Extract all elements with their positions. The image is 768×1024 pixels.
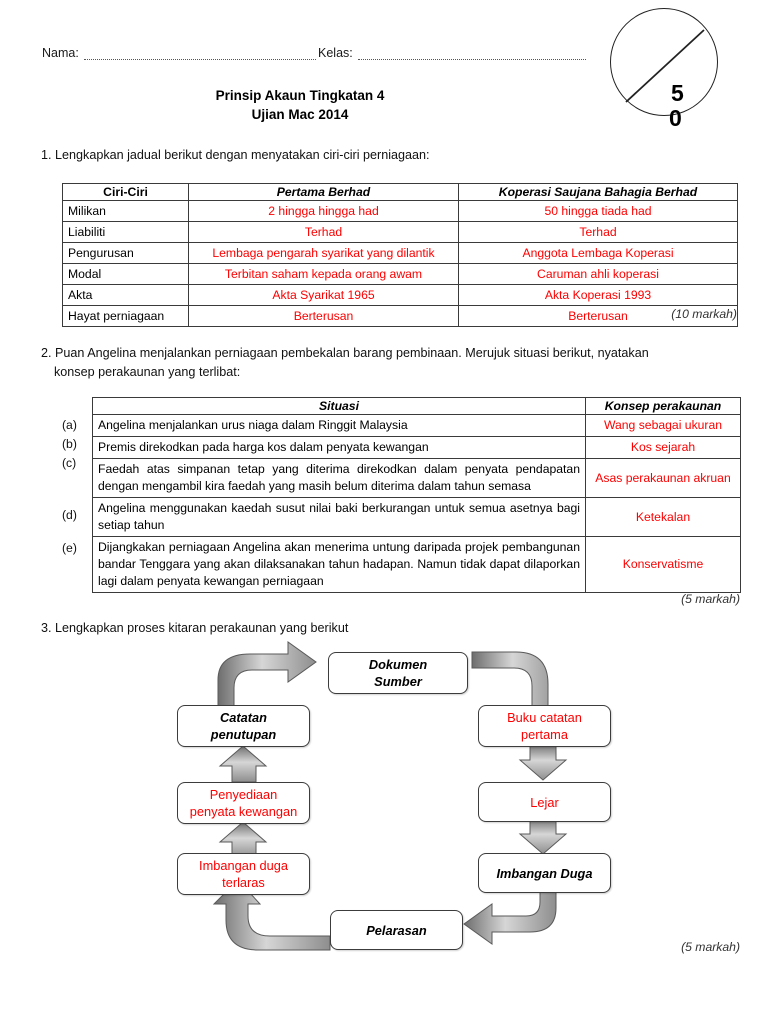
table-row: Faedah atas simpanan tetap yang diterima… — [92, 458, 741, 498]
th-situasi: Situasi — [92, 397, 586, 415]
markah-q1: (10 markah) — [671, 307, 737, 321]
cycle-node-dokumen-sumber[interactable]: Dokumen Sumber — [328, 652, 468, 694]
cell-label: Liabiliti — [62, 221, 189, 243]
cell-answer[interactable]: 50 hingga tiada had — [458, 200, 738, 222]
cell-answer[interactable]: Caruman ahli koperasi — [458, 263, 738, 285]
cell-situasi: Angelina menjalankan urus niaga dalam Ri… — [92, 414, 586, 437]
title-line-1: Prinsip Akaun Tingkatan 4 — [215, 88, 385, 103]
page-title: Prinsip Akaun Tingkatan 4 Ujian Mac 2014 — [0, 86, 600, 124]
th-konsep-perakaunan: Konsep perakaunan — [585, 397, 741, 415]
cycle-node-imbangan-duga-terlaras[interactable]: Imbangan duga terlaras — [177, 853, 310, 895]
arrow-lejar-to-imbangan — [518, 817, 568, 855]
cell-answer[interactable]: Akta Koperasi 1993 — [458, 284, 738, 306]
cell-situasi: Dijangkakan perniagaan Angelina akan men… — [92, 536, 586, 593]
row-letter-b: (b) — [62, 437, 77, 451]
table-header-row: Ciri-Ciri Pertama Berhad Koperasi Saujan… — [62, 183, 738, 201]
table-row: Modal Terbitan saham kepada orang awam C… — [62, 263, 738, 285]
table-row: Milikan 2 hingga hingga had 50 hingga ti… — [62, 200, 738, 222]
table-row: Liabiliti Terhad Terhad — [62, 221, 738, 243]
table-situasi-konsep: Situasi Konsep perakaunan Angelina menja… — [92, 397, 741, 593]
question-2-text: 2. Puan Angelina menjalankan perniagaan … — [41, 346, 649, 360]
cell-label: Milikan — [62, 200, 189, 222]
table-ciri-ciri: Ciri-Ciri Pertama Berhad Koperasi Saujan… — [62, 183, 738, 327]
cell-answer[interactable]: Terhad — [188, 221, 459, 243]
table-row: Premis direkodkan pada harga kos dalam p… — [92, 436, 741, 459]
cell-situasi: Premis direkodkan pada harga kos dalam p… — [92, 436, 586, 459]
cell-answer[interactable]: Berterusan — [458, 305, 738, 327]
cycle-node-label: Catatan penutupan — [210, 710, 277, 742]
markah-q3: (5 markah) — [681, 940, 740, 954]
cell-konsep[interactable]: Ketekalan — [585, 497, 741, 537]
nama-label: Nama: — [42, 46, 79, 60]
arrow-buku-to-lejar — [518, 743, 568, 781]
cycle-node-label: Imbangan duga terlaras — [199, 858, 288, 890]
cell-answer[interactable]: Terbitan saham kepada orang awam — [188, 263, 459, 285]
cell-label: Pengurusan — [62, 242, 189, 264]
cycle-node-label: Penyediaan penyata kewangan — [189, 787, 298, 819]
cell-answer[interactable]: Terhad — [458, 221, 738, 243]
th-pertama-berhad: Pertama Berhad — [188, 183, 459, 201]
arrow-penyediaan-to-catatan — [218, 745, 268, 783]
cycle-node-penyediaan-penyata-kewangan[interactable]: Penyediaan penyata kewangan — [177, 782, 310, 824]
cell-answer[interactable]: 2 hingga hingga had — [188, 200, 459, 222]
cell-answer[interactable]: Anggota Lembaga Koperasi — [458, 242, 738, 264]
row-letter-e: (e) — [62, 541, 77, 555]
row-letter-d: (d) — [62, 508, 77, 522]
marks-digit-bottom: 0 — [669, 105, 682, 131]
table-row: Angelina menjalankan urus niaga dalam Ri… — [92, 414, 741, 437]
cycle-node-catatan-penutupan[interactable]: Catatan penutupan — [177, 705, 310, 747]
table-row: Angelina menggunakan kaedah susut nilai … — [92, 497, 741, 537]
nama-field[interactable]: Nama: — [42, 46, 316, 60]
table-row: Dijangkakan perniagaan Angelina akan men… — [92, 536, 741, 593]
cell-answer[interactable]: Lembaga pengarah syarikat yang dilantik — [188, 242, 459, 264]
markah-q2: (5 markah) — [681, 592, 740, 606]
kelas-field[interactable]: Kelas: — [318, 46, 586, 60]
table-row: Akta Akta Syarikat 1965 Akta Koperasi 19… — [62, 284, 738, 306]
title-line-2: Ujian Mac 2014 — [251, 107, 349, 122]
cell-label: Akta — [62, 284, 189, 306]
nama-blank-line[interactable] — [83, 48, 316, 60]
cycle-node-imbangan-duga[interactable]: Imbangan Duga — [478, 853, 611, 893]
cell-konsep[interactable]: Asas perakaunan akruan — [585, 458, 741, 498]
cycle-node-pelarasan[interactable]: Pelarasan — [330, 910, 463, 950]
cycle-node-label: Imbangan Duga — [496, 865, 593, 881]
cycle-node-label: Dokumen Sumber — [368, 657, 428, 689]
kelas-label: Kelas: — [318, 46, 353, 60]
table-row: Pengurusan Lembaga pengarah syarikat yan… — [62, 242, 738, 264]
cycle-node-lejar[interactable]: Lejar — [478, 782, 611, 822]
cell-situasi: Faedah atas simpanan tetap yang diterima… — [92, 458, 586, 498]
table-row: Hayat perniagaan Berterusan Berterusan — [62, 305, 738, 327]
row-letter-a: (a) — [62, 418, 77, 432]
cell-label: Modal — [62, 263, 189, 285]
arrow-imbangan-to-pelarasan — [463, 891, 557, 945]
cycle-node-label: Buku catatan pertama — [507, 710, 582, 742]
marks-slash-icon — [625, 29, 705, 103]
marks-circle — [610, 8, 718, 116]
cycle-node-label: Lejar — [530, 794, 559, 810]
question-2-text-line2: konsep perakaunan yang terlibat: — [54, 365, 241, 379]
cell-konsep[interactable]: Konservatisme — [585, 536, 741, 593]
cell-answer[interactable]: Berterusan — [188, 305, 459, 327]
cell-situasi: Angelina menggunakan kaedah susut nilai … — [92, 497, 586, 537]
kelas-blank-line[interactable] — [357, 48, 586, 60]
cell-answer[interactable]: Akta Syarikat 1965 — [188, 284, 459, 306]
cell-konsep[interactable]: Wang sebagai ukuran — [585, 414, 741, 437]
cycle-node-buku-catatan-pertama[interactable]: Buku catatan pertama — [478, 705, 611, 747]
question-3-text: 3. Lengkapkan proses kitaran perakaunan … — [41, 621, 349, 635]
cell-label: Hayat perniagaan — [62, 305, 189, 327]
table-header-row: Situasi Konsep perakaunan — [92, 397, 741, 415]
th-ciri-ciri: Ciri-Ciri — [62, 183, 189, 201]
cell-konsep[interactable]: Kos sejarah — [585, 436, 741, 459]
th-koperasi: Koperasi Saujana Bahagia Berhad — [458, 183, 738, 201]
row-letter-c: (c) — [62, 456, 77, 470]
marks-digit-top: 5 — [671, 80, 684, 106]
question-1-text: 1. Lengkapkan jadual berikut dengan meny… — [41, 148, 430, 162]
cycle-node-label: Pelarasan — [366, 922, 427, 938]
